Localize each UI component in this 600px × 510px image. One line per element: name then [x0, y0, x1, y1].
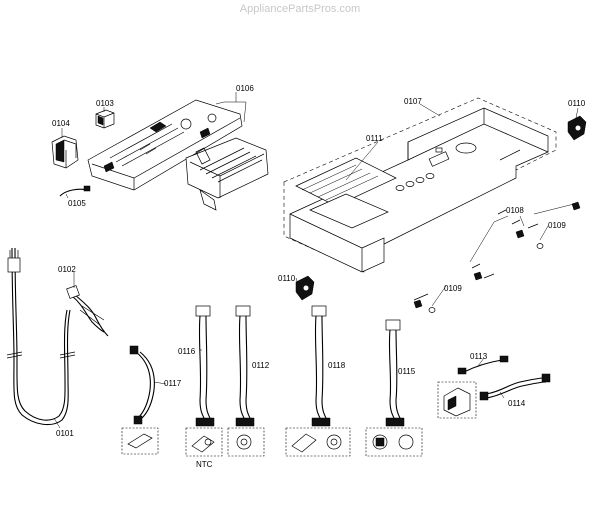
part-0104[interactable] — [51, 135, 79, 169]
cord-clamp-0102[interactable] — [66, 285, 109, 337]
label-0104: 0104 — [52, 119, 70, 128]
label-0114: 0114 — [508, 399, 526, 408]
label-0115: 0115 — [398, 367, 416, 376]
watermark: AppliancePartsPros.com — [239, 3, 361, 15]
screws-0108[interactable] — [413, 201, 581, 309]
label-0102: 0102 — [58, 265, 76, 274]
power-cord-0101[interactable] — [6, 247, 76, 426]
control-panel-0107[interactable] — [283, 97, 557, 273]
label-0116: 0116 — [178, 347, 196, 356]
part-labels: 0103 0104 0105 0106 0107 0111 0110 0108 … — [52, 84, 586, 469]
label-0108: 0108 — [506, 206, 524, 215]
label-0110-right: 0110 — [568, 99, 586, 108]
label-0105: 0105 — [68, 199, 86, 208]
washers-0109[interactable] — [428, 243, 544, 313]
label-0112: 0112 — [252, 361, 270, 370]
label-ntc: NTC — [196, 460, 213, 469]
label-0103: 0103 — [96, 99, 114, 108]
cable-0105[interactable] — [59, 185, 91, 197]
clip-0110-left[interactable] — [295, 275, 315, 301]
wire-harness-0115[interactable] — [365, 319, 423, 457]
wire-harness-0112[interactable] — [227, 305, 265, 457]
label-0110-left: 0110 — [278, 274, 296, 283]
control-module-0106[interactable] — [87, 99, 269, 211]
label-0118: 0118 — [328, 361, 346, 370]
label-0111: 0111 — [366, 134, 383, 143]
leader-lines — [53, 92, 579, 429]
label-0107: 0107 — [404, 97, 422, 106]
cable-0117[interactable] — [121, 345, 159, 455]
label-0101: 0101 — [56, 429, 74, 438]
label-0117: 0117 — [164, 379, 182, 388]
label-0109-left: 0109 — [444, 284, 462, 293]
label-0109-right: 0109 — [548, 221, 566, 230]
wire-harness-0116[interactable] — [185, 305, 223, 457]
cable-0113[interactable] — [457, 355, 509, 375]
label-0106: 0106 — [236, 84, 254, 93]
part-0103[interactable] — [95, 109, 115, 129]
cable-0114[interactable] — [437, 373, 551, 419]
display-window-0111[interactable] — [295, 157, 397, 229]
clip-0110-right[interactable] — [567, 115, 587, 141]
wire-harness-0118[interactable] — [285, 305, 351, 457]
label-0113: 0113 — [470, 352, 488, 361]
